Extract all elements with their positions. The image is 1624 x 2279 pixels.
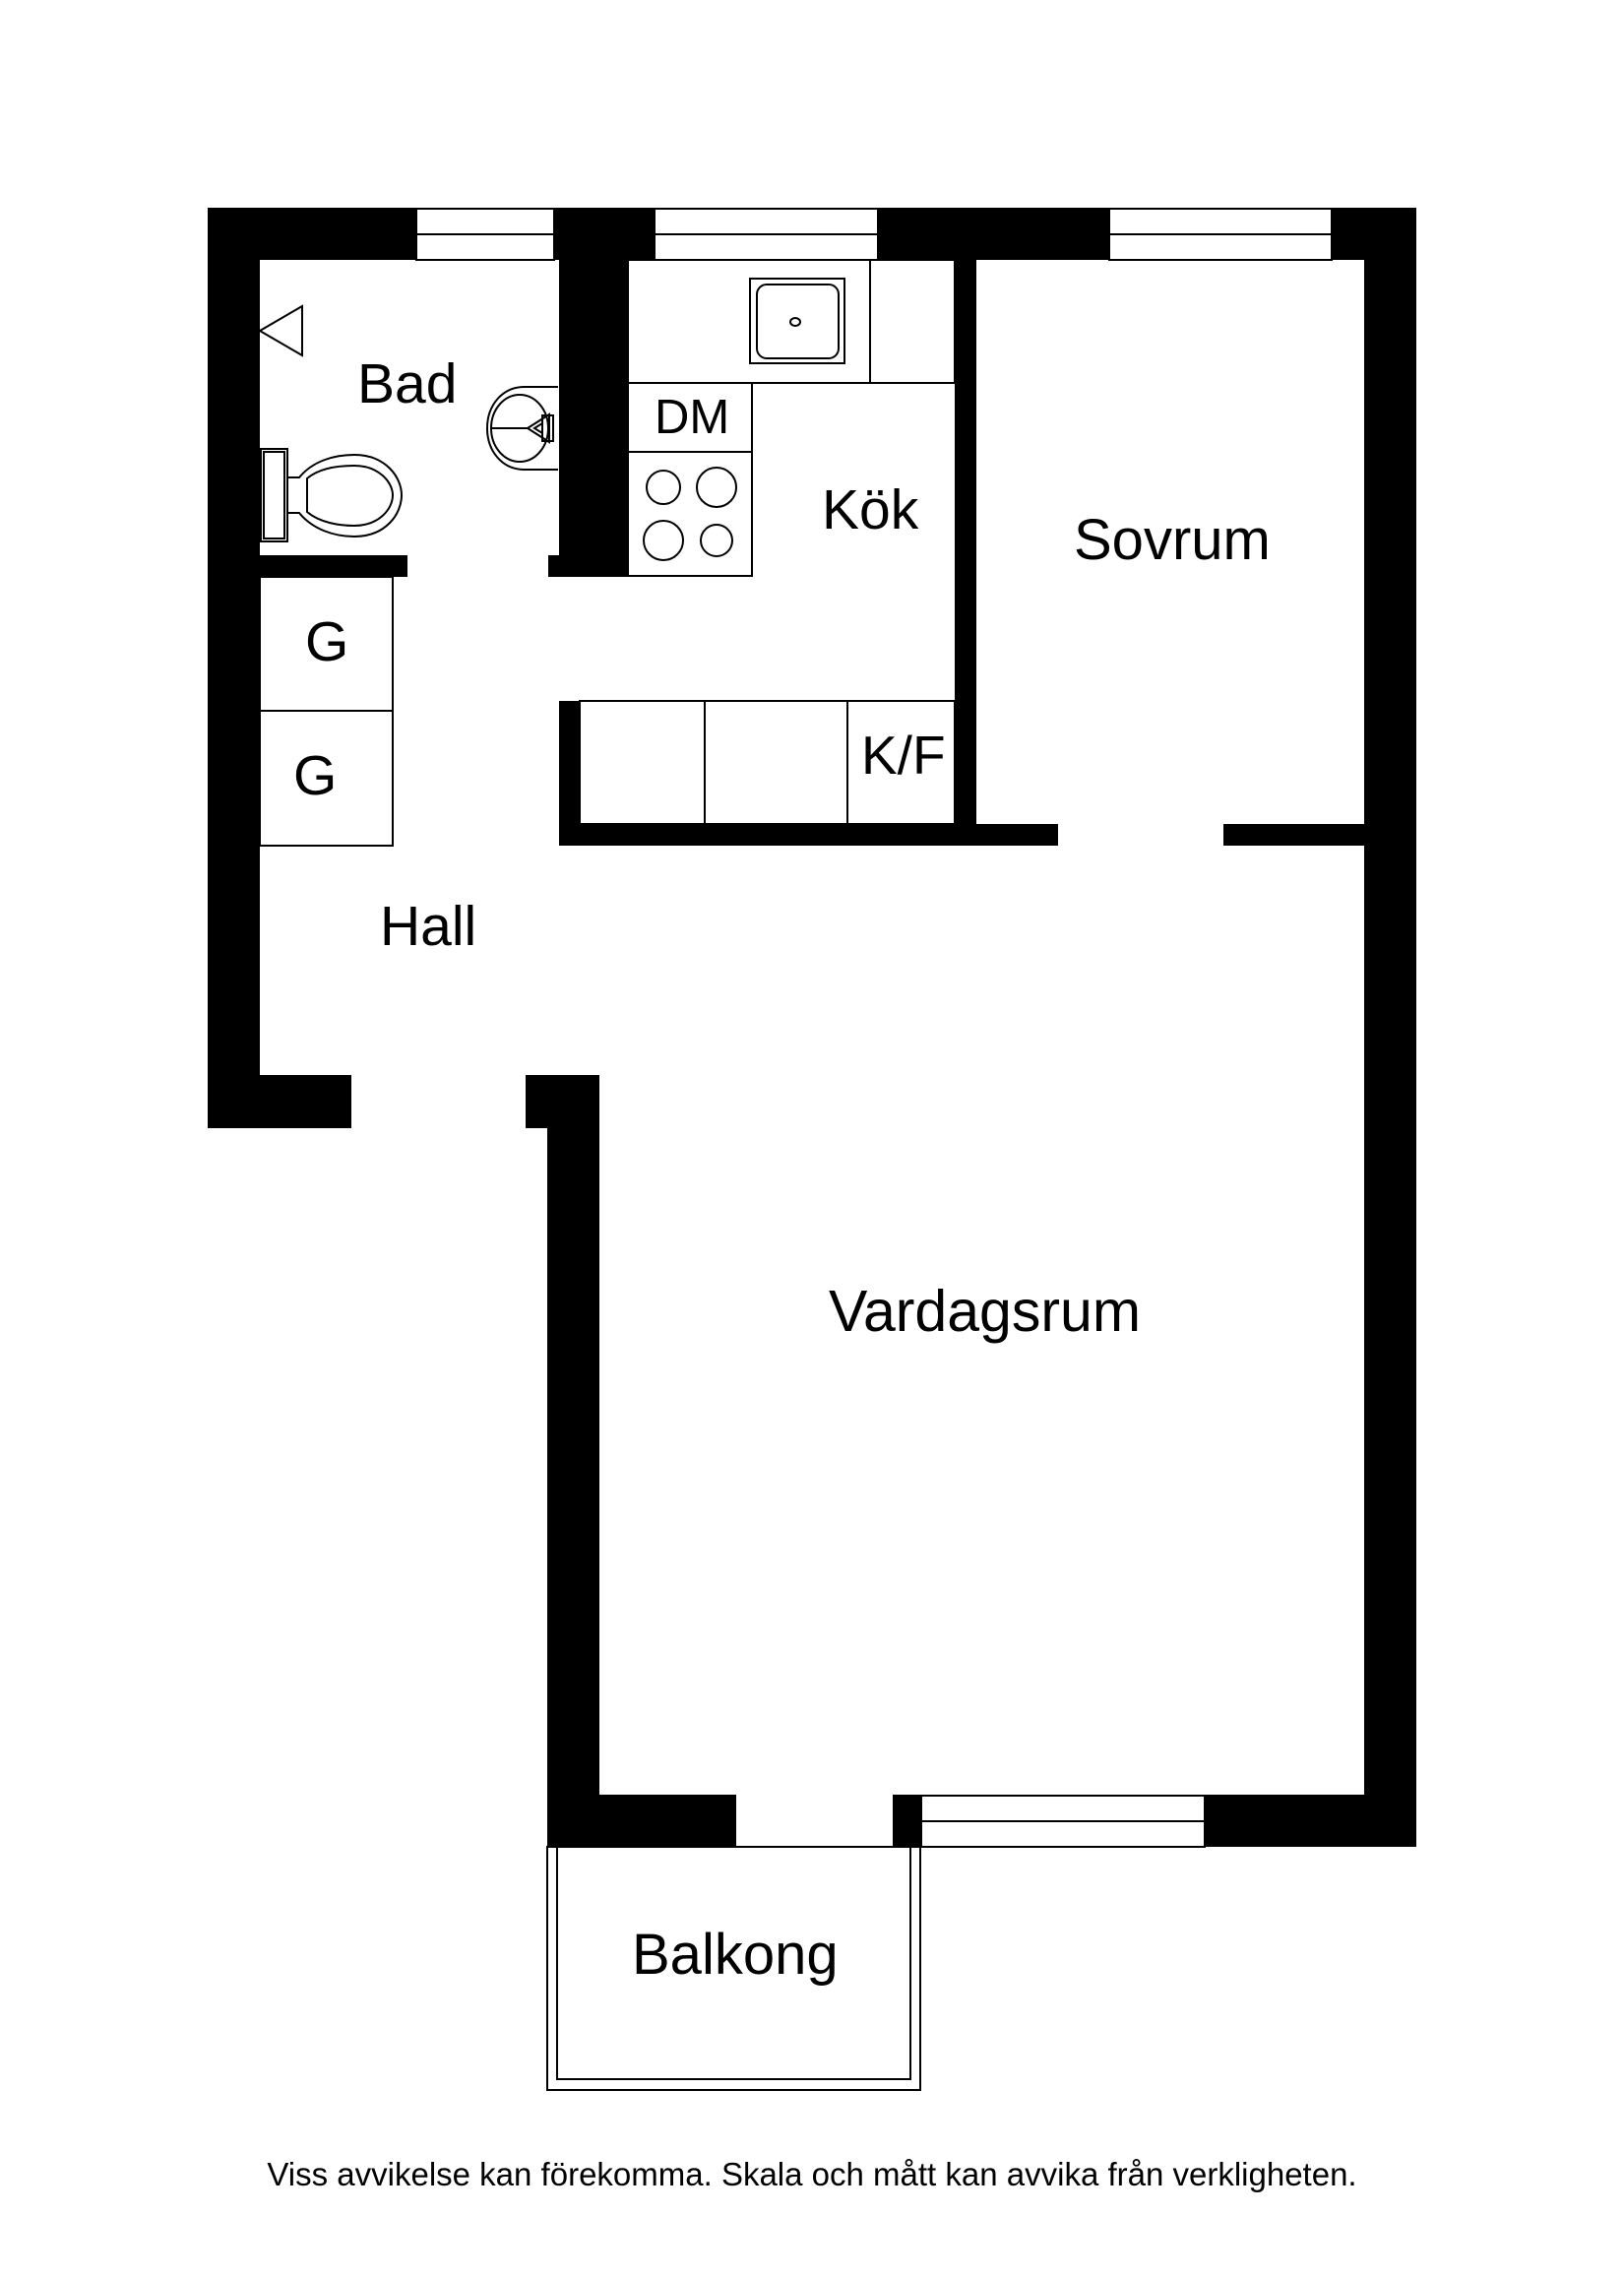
window-kok — [654, 208, 879, 261]
window-bad — [415, 208, 555, 261]
disclaimer-text: Viss avvikelse kan förekomma. Skala och … — [267, 2156, 1357, 2192]
left-wall — [208, 208, 351, 1128]
room-label-sovrum: Sovrum — [1074, 508, 1271, 572]
vardagsrum-left-wall — [547, 1075, 599, 1847]
room-label-bad: Bad — [357, 352, 458, 415]
fixture-label-fridge-freezer: K/F — [861, 725, 946, 786]
bad-kitchen-wall — [559, 260, 628, 577]
fixture-label-dishwasher: DM — [655, 391, 730, 444]
kitchen-bottom-wall — [559, 824, 1058, 846]
drain-icon — [789, 317, 801, 327]
fixture-label-wardrobe-1: G — [305, 610, 349, 673]
kitchen-counter-top — [627, 259, 956, 384]
toilet-icon — [260, 448, 404, 542]
fixture-label-wardrobe-2: G — [293, 744, 338, 807]
room-label-kok: Kök — [822, 478, 919, 541]
right-wall — [1364, 208, 1416, 1847]
stove-icon — [627, 451, 753, 577]
bad-bottom-wall-left — [208, 555, 407, 577]
kitchen-counter-left-wall — [559, 701, 580, 846]
room-label-hall: Hall — [380, 895, 477, 958]
bottom-wall-block — [893, 1795, 921, 1847]
bad-bottom-wall-right — [548, 555, 628, 577]
bottom-wall-right — [1205, 1795, 1416, 1847]
floor-drain-icon — [258, 304, 303, 357]
bottom-wall-left — [547, 1795, 736, 1847]
balcony-railing — [546, 1846, 921, 2091]
kitchen-counter-bottom — [579, 700, 956, 825]
kitchen-sovrum-wall — [955, 260, 976, 846]
room-label-vardagsrum: Vardagsrum — [829, 1279, 1141, 1344]
wardrobes — [259, 576, 394, 847]
sovrum-bottom-wall-right — [1223, 824, 1416, 846]
bathroom-sink-icon — [485, 386, 558, 471]
dishwasher — [627, 382, 753, 453]
window-sovrum — [1108, 208, 1333, 261]
window-vardagsrum — [920, 1795, 1206, 1848]
room-label-balkong: Balkong — [632, 1923, 839, 1987]
